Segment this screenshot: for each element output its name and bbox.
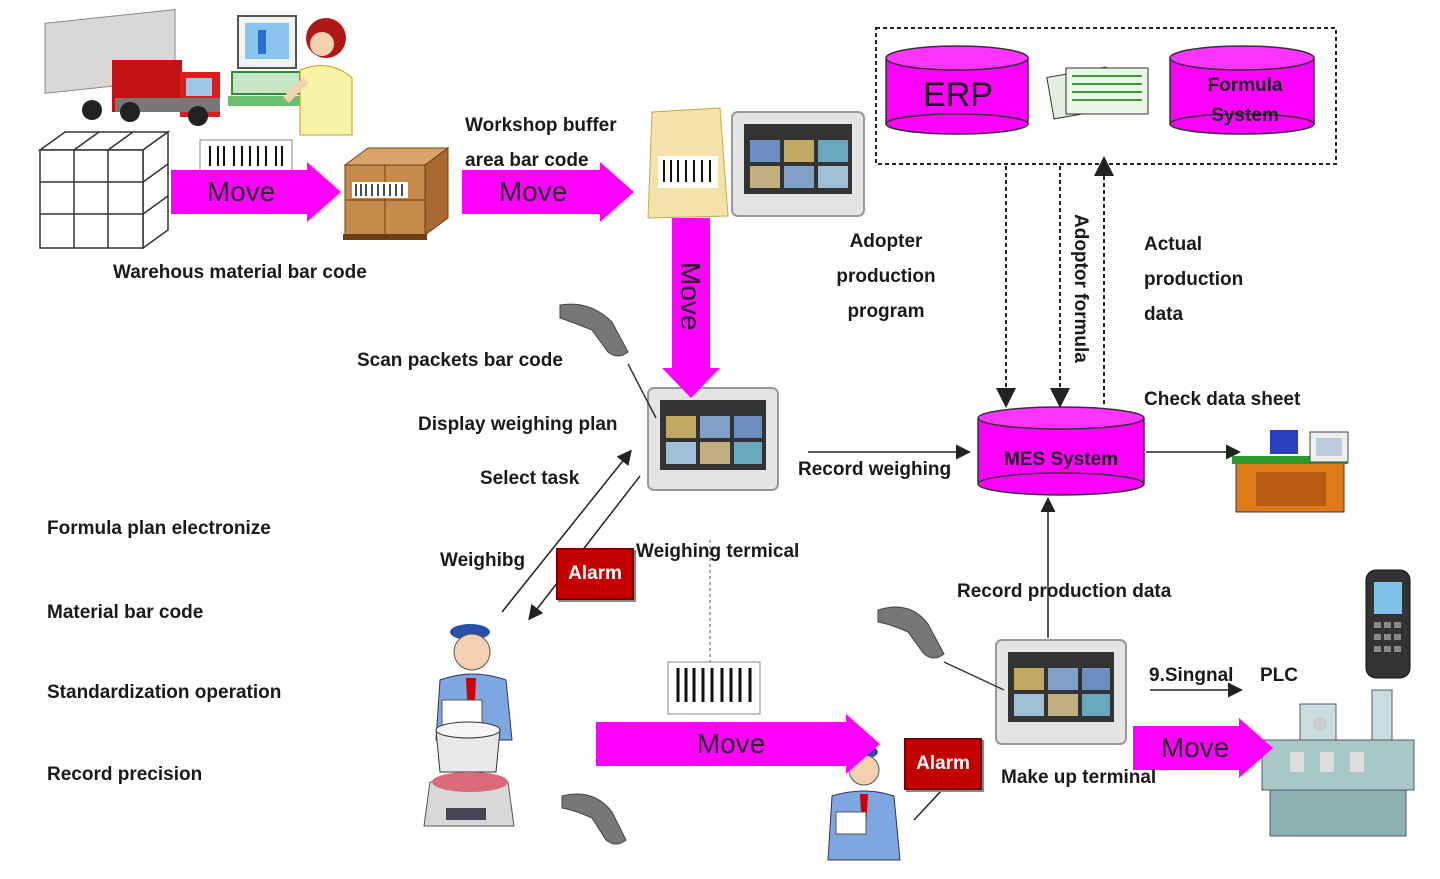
record-weighing-label: Record weighing xyxy=(798,459,952,480)
scanner-gun-icon-3 xyxy=(561,793,627,845)
actual-label-line2: production xyxy=(1144,269,1244,290)
weighing-operator-icon xyxy=(423,624,515,827)
connector-makeup-alarm xyxy=(913,789,943,821)
erp-cylinder xyxy=(885,45,1029,135)
checking-computer-icon xyxy=(1232,430,1349,513)
connector-weighing xyxy=(528,475,641,621)
plc-label: PLC xyxy=(1260,665,1298,686)
terminal-icon-top xyxy=(731,111,865,217)
storage-boxes-icon xyxy=(37,130,171,250)
warehouse-label: Warehous material bar code xyxy=(113,262,367,283)
adopter-label-line3: program xyxy=(847,301,925,322)
scanner-gun-icon-2 xyxy=(877,606,1005,691)
record-production-label: Record production data xyxy=(957,581,1172,602)
move-arrow-label: Move xyxy=(696,728,766,759)
terminal-icon-makeup xyxy=(995,639,1127,745)
formula-plan-label: Formula plan electronize xyxy=(47,518,271,539)
adopter-label-line2: production xyxy=(836,266,936,287)
move-arrow-label: Move xyxy=(1160,732,1230,763)
weighibg-label: Weighibg xyxy=(440,550,526,571)
formula-system-cylinder xyxy=(1169,45,1315,135)
actual-label-line1: Actual xyxy=(1144,234,1203,255)
scanner-gun-icon-1 xyxy=(559,303,657,419)
move-arrow-4: Move xyxy=(596,714,882,774)
standardization-label: Standardization operation xyxy=(47,682,282,703)
terminal-icon-weighing xyxy=(647,387,779,491)
barcode-icon-weighing xyxy=(667,661,761,715)
workshop-label-line2: area bar code xyxy=(465,150,589,171)
move-arrow-5: Move xyxy=(1133,718,1275,778)
filling-machine-icon xyxy=(1261,689,1415,837)
mes-system-label: MES System xyxy=(1003,449,1119,470)
operator-computer-icon xyxy=(228,15,353,136)
move-arrow-label: Move xyxy=(498,176,568,207)
adopter-label-line1: Adopter xyxy=(849,231,923,252)
workshop-label-line1: Workshop buffer xyxy=(465,115,617,136)
formula-system-label-line1: Formula xyxy=(1207,75,1283,96)
record-precision-label: Record precision xyxy=(47,764,203,785)
weighing-terminal-label: Weighing termical xyxy=(636,541,800,562)
move-arrow-3-label: Move xyxy=(675,262,706,331)
formula-system-label-line2: System xyxy=(1211,105,1279,126)
pallet-cartons-icon xyxy=(343,147,450,240)
move-arrow-vertical xyxy=(662,218,720,398)
move-arrow-2: Move xyxy=(462,162,634,222)
actual-label-line3: data xyxy=(1144,304,1184,325)
make-up-terminal-label: Make up terminal xyxy=(1001,767,1157,788)
alarm-makeup: Alarm xyxy=(904,738,982,790)
material-sack-icon xyxy=(647,107,729,219)
move-arrow-label: Move xyxy=(206,176,276,207)
material-bar-label: Material bar code xyxy=(47,602,204,623)
scan-label: Scan packets bar code xyxy=(357,350,563,371)
connector-select-task xyxy=(501,449,632,613)
erp-label: ERP xyxy=(923,76,993,114)
move-arrow-1: Move xyxy=(171,162,341,222)
handheld-terminal-icon xyxy=(1365,569,1411,679)
signal-label: 9.Singnal xyxy=(1149,665,1234,686)
formula-documents-icon xyxy=(1046,66,1149,120)
check-data-label: Check data sheet xyxy=(1144,389,1301,410)
display-label: Display weighing plan xyxy=(418,414,618,435)
truck-icon xyxy=(44,9,220,126)
select-task-label: Select task xyxy=(480,468,580,489)
adoptor-formula-label: Adoptor formula xyxy=(1070,214,1091,363)
alarm-weighing: Alarm xyxy=(556,548,634,600)
mes-system-cylinder xyxy=(977,406,1145,496)
